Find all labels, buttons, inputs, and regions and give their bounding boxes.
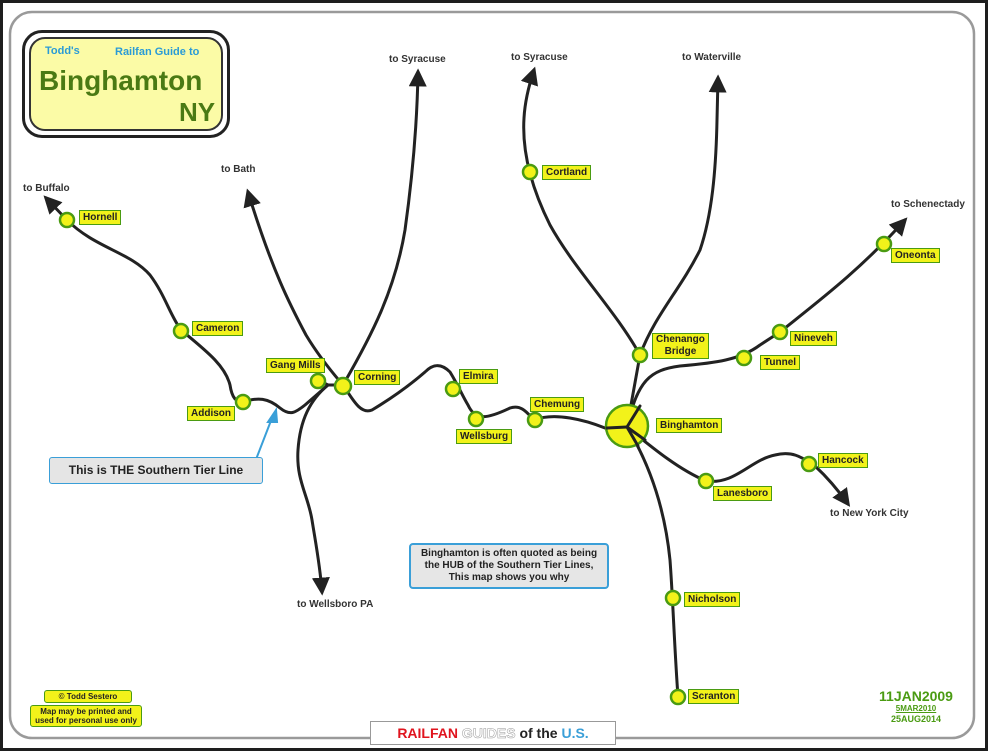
hub-spoke-east bbox=[625, 425, 647, 442]
hub-callout-line1: Binghamton is often quoted as being bbox=[420, 548, 598, 559]
track-syracuse-west bbox=[341, 68, 427, 387]
southern-tier-callout: This is THE Southern Tier Line bbox=[49, 457, 263, 484]
dest-wellsboro: to Wellsboro PA bbox=[297, 599, 374, 610]
credit-line1: Map may be printed and bbox=[40, 707, 132, 716]
hub-spoke-west bbox=[605, 425, 629, 430]
hub-callout-line2: the HUB of the Southern Tier Lines, bbox=[424, 560, 594, 571]
station-label-hancock: Hancock bbox=[818, 453, 868, 468]
station-marker-nineveh bbox=[771, 323, 789, 341]
dest-syracuse-west: to Syracuse bbox=[389, 54, 446, 65]
station-marker-lanesboro bbox=[697, 472, 715, 490]
track-southern-tier-west bbox=[43, 195, 345, 415]
station-marker-corning bbox=[333, 376, 353, 396]
title-box: Todd's Railfan Guide to Binghamton NY bbox=[22, 30, 230, 138]
date-revised-1: 5MAR2010 bbox=[895, 704, 937, 713]
station-label-oneonta: Oneonta bbox=[891, 248, 940, 263]
station-marker-tunnel bbox=[735, 349, 753, 367]
track-waterville bbox=[638, 74, 727, 357]
dest-bath: to Bath bbox=[221, 164, 256, 175]
station-marker-oneonta bbox=[875, 235, 893, 253]
station-label-wellsburg: Wellsburg bbox=[456, 429, 513, 444]
credit-author-badge: © Todd Sestero bbox=[44, 690, 132, 703]
dest-syracuse-east: to Syracuse bbox=[511, 52, 568, 63]
title-state: NY bbox=[179, 97, 216, 127]
credit-block: © Todd Sestero Map may be printed and us… bbox=[30, 690, 142, 727]
station-marker-hornell bbox=[58, 211, 76, 229]
track-bath bbox=[243, 188, 345, 387]
footer-guides: GUIDES bbox=[461, 725, 516, 742]
track-nyc bbox=[625, 425, 851, 507]
station-label-lanesboro: Lanesboro bbox=[713, 486, 773, 501]
copyright-icon: © bbox=[58, 692, 65, 701]
station-marker-gang-mills bbox=[309, 372, 327, 390]
callout-pointer-head bbox=[266, 407, 279, 423]
credit-notice: Map may be printed and used for personal… bbox=[30, 705, 142, 727]
callout-pointer bbox=[254, 417, 273, 463]
dest-buffalo: to Buffalo bbox=[23, 183, 70, 194]
station-label-cameron: Cameron bbox=[192, 321, 244, 336]
station-marker-wellsburg bbox=[467, 410, 485, 428]
station-marker-scranton bbox=[669, 688, 687, 706]
hub-callout-line3: This map shows you why bbox=[448, 572, 570, 583]
station-marker-cameron bbox=[172, 322, 190, 340]
station-label-chemung: Chemung bbox=[530, 397, 585, 412]
hub-callout: Binghamton is often quoted as being the … bbox=[409, 543, 609, 589]
title-author: Todd's bbox=[45, 45, 80, 57]
hub-spoke-south bbox=[625, 425, 640, 448]
title-subtitle: Railfan Guide to bbox=[115, 46, 200, 58]
station-label-scranton: Scranton bbox=[688, 689, 740, 704]
station-label-cortland: Cortland bbox=[542, 165, 592, 180]
revision-dates: 11JAN2009 5MAR2010 25AUG2014 bbox=[866, 688, 966, 725]
date-revised-2: 25AUG2014 bbox=[890, 714, 942, 724]
station-marker-addison bbox=[234, 393, 252, 411]
station-label-nicholson: Nicholson bbox=[684, 592, 741, 607]
station-marker-hancock bbox=[800, 455, 818, 473]
station-marker-cortland bbox=[521, 163, 539, 181]
credit-line2: used for personal use only bbox=[35, 716, 137, 725]
date-created: 11JAN2009 bbox=[879, 688, 953, 704]
station-label-addison: Addison bbox=[187, 406, 235, 421]
dest-waterville: to Waterville bbox=[682, 52, 742, 63]
station-label-nineveh: Nineveh bbox=[790, 331, 837, 346]
footer-railfan: RAILFAN bbox=[397, 725, 458, 741]
title-panel: Todd's Railfan Guide to Binghamton NY bbox=[29, 37, 223, 131]
title-city: Binghamton bbox=[39, 65, 203, 96]
station-marker-nicholson bbox=[664, 589, 682, 607]
station-marker-chemung bbox=[526, 411, 544, 429]
railfan-guides-footer[interactable]: RAILFAN GUIDES of the U.S. bbox=[370, 721, 616, 745]
track-wellsboro bbox=[296, 383, 330, 596]
chenango-bridge-line2: Bridge bbox=[664, 346, 697, 357]
station-label-binghamton: Binghamton bbox=[656, 418, 723, 433]
station-marker-elmira bbox=[444, 380, 462, 398]
dest-schenectady: to Schenectady bbox=[891, 199, 965, 210]
footer-us: U.S. bbox=[561, 725, 589, 741]
credit-author: Todd Sestero bbox=[66, 692, 118, 701]
track-syracuse-east bbox=[520, 66, 642, 429]
station-label-tunnel: Tunnel bbox=[760, 355, 801, 370]
station-label-hornell: Hornell bbox=[79, 210, 122, 225]
station-label-gang-mills: Gang Mills bbox=[266, 358, 325, 373]
chenango-bridge-line1: Chenango bbox=[656, 334, 705, 345]
footer-of-the: of the bbox=[519, 725, 558, 741]
hub-spoke-north bbox=[625, 404, 642, 429]
track-scranton bbox=[625, 425, 680, 699]
dest-nyc: to New York City bbox=[830, 508, 909, 519]
station-label-corning: Corning bbox=[354, 370, 401, 385]
station-label-elmira: Elmira bbox=[459, 369, 498, 384]
station-marker-chenango-bridge bbox=[631, 346, 649, 364]
